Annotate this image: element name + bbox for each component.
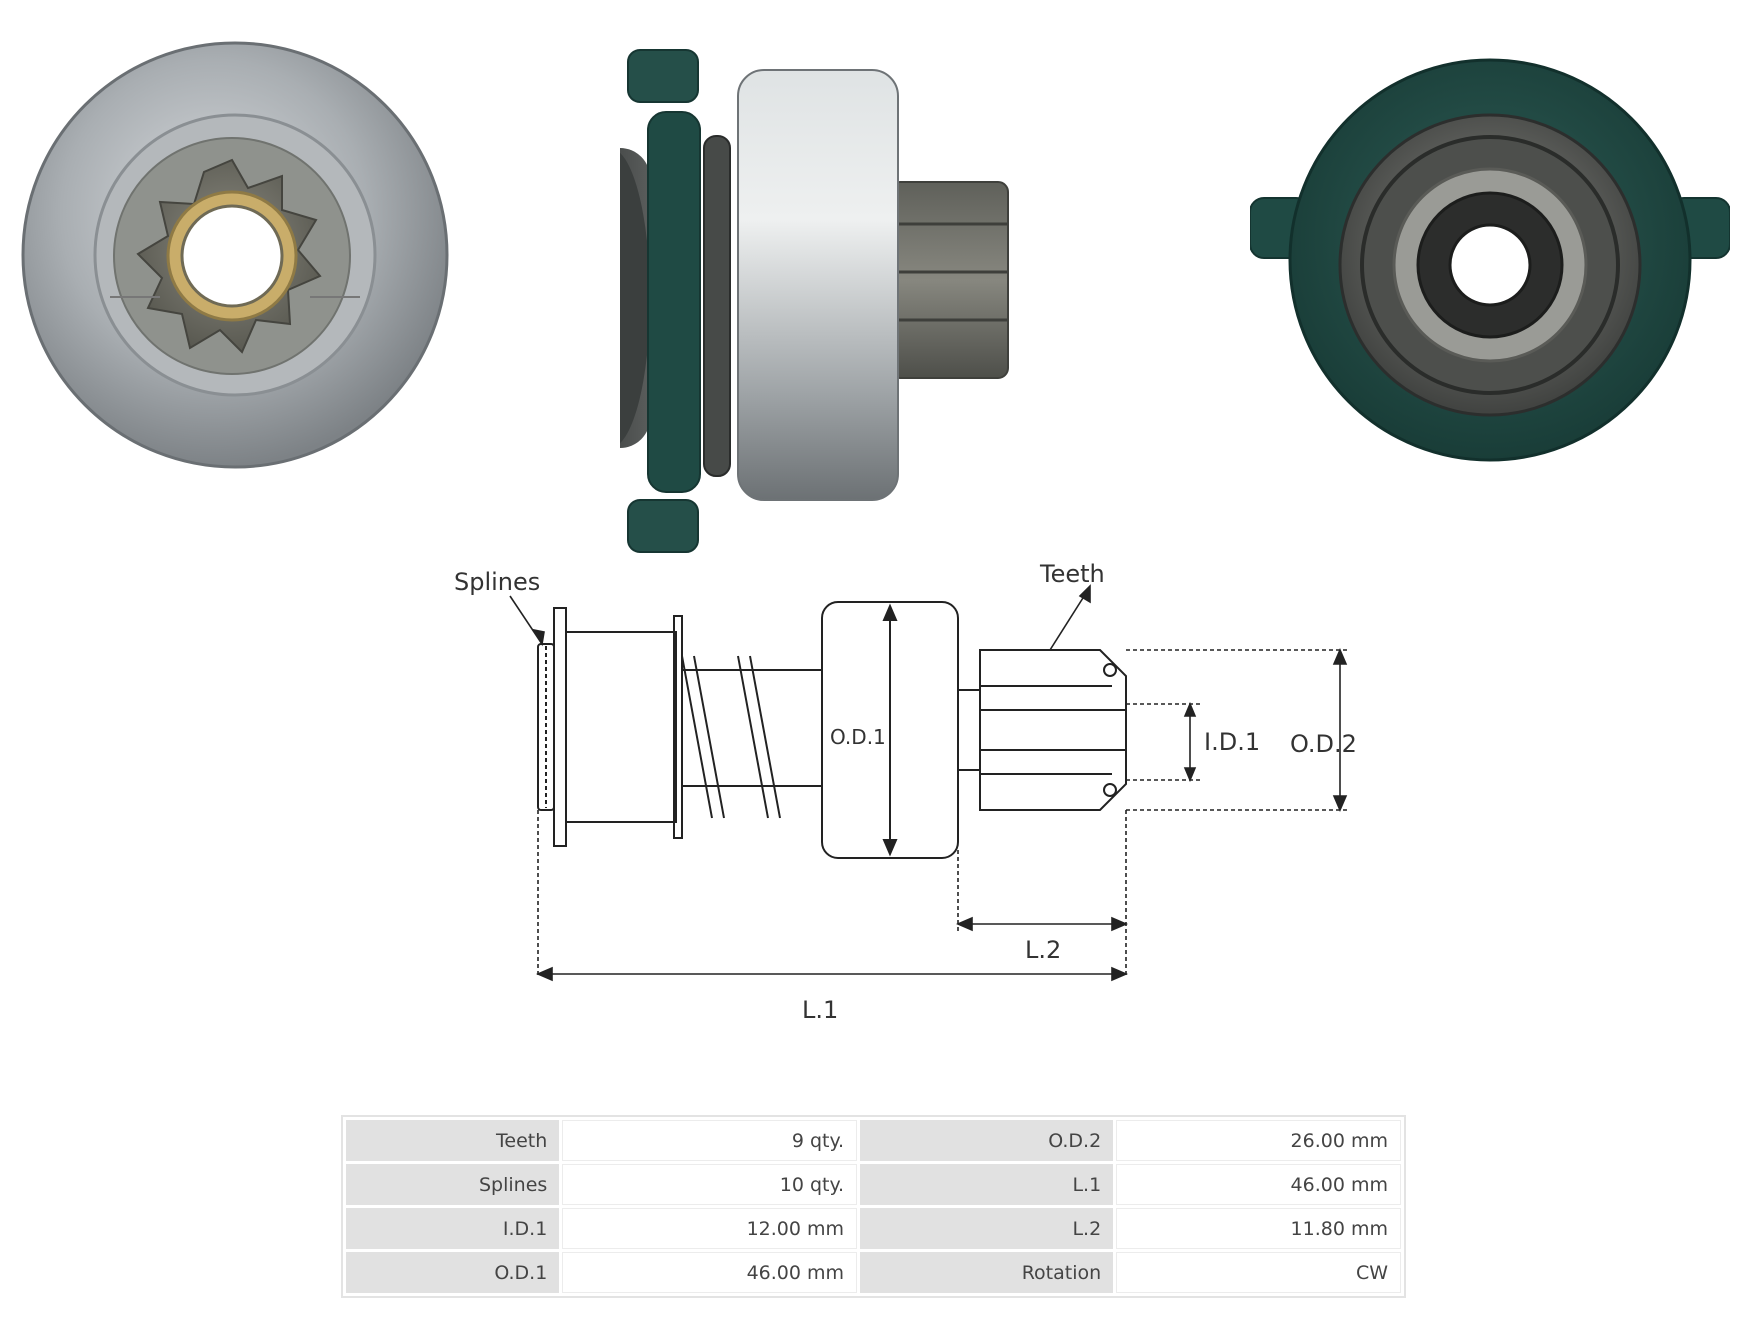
- spec-key: O.D.1: [346, 1252, 560, 1293]
- label-id1: I.D.1: [1204, 728, 1260, 756]
- label-teeth: Teeth: [1039, 560, 1105, 588]
- photo-front-view: [21, 41, 449, 469]
- spec-key: O.D.2: [860, 1120, 1114, 1161]
- label-l2: L.2: [1025, 936, 1061, 964]
- spec-value: 9 qty.: [562, 1120, 858, 1161]
- spec-value: 10 qty.: [562, 1164, 858, 1205]
- label-od2: O.D.2: [1290, 730, 1357, 758]
- spec-value: CW: [1116, 1252, 1401, 1293]
- spec-value: 46.00 mm: [562, 1252, 858, 1293]
- spec-value: 11.80 mm: [1116, 1208, 1401, 1249]
- spec-key: L.1: [860, 1164, 1114, 1205]
- spec-key: Teeth: [346, 1120, 560, 1161]
- spec-key: Rotation: [860, 1252, 1114, 1293]
- spec-value: 46.00 mm: [1116, 1164, 1401, 1205]
- label-od1: O.D.1: [830, 725, 886, 749]
- table-row: Splines 10 qty. L.1 46.00 mm: [346, 1164, 1401, 1205]
- photo-back-view: [1250, 58, 1730, 462]
- table-row: O.D.1 46.00 mm Rotation CW: [346, 1252, 1401, 1293]
- label-splines: Splines: [454, 568, 540, 596]
- photo-side-view: [620, 49, 1009, 553]
- spec-value: 12.00 mm: [562, 1208, 858, 1249]
- dimension-diagram: Splines Teeth O.D.1 I.D.1 O.D.2 L.2 L.1: [454, 560, 1357, 1024]
- label-l1: L.1: [802, 996, 838, 1024]
- spec-key: Splines: [346, 1164, 560, 1205]
- spec-table: Teeth 9 qty. O.D.2 26.00 mm Splines 10 q…: [341, 1115, 1406, 1298]
- table-row: Teeth 9 qty. O.D.2 26.00 mm: [346, 1120, 1401, 1161]
- spec-key: L.2: [860, 1208, 1114, 1249]
- table-row: I.D.1 12.00 mm L.2 11.80 mm: [346, 1208, 1401, 1249]
- spec-key: I.D.1: [346, 1208, 560, 1249]
- spec-value: 26.00 mm: [1116, 1120, 1401, 1161]
